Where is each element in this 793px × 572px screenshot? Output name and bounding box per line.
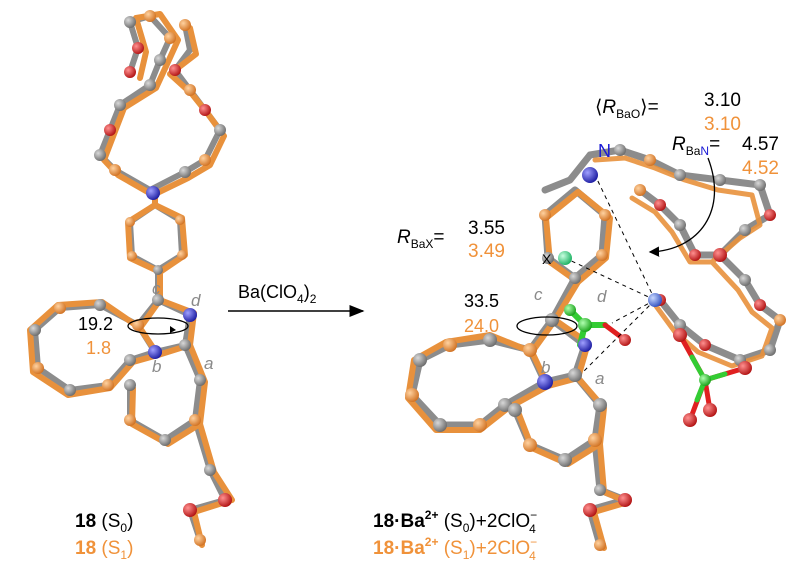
right-torsion-s1: 24.0 [464, 316, 499, 336]
reagent-label: Ba(ClO4)2 [238, 282, 317, 306]
barium-ion [648, 293, 662, 307]
rbax-s1: 3.49 [468, 241, 505, 262]
left-bond-b: b [152, 357, 161, 376]
rban-pointer-arrow [648, 157, 716, 257]
rbao-s0: 3.10 [704, 90, 741, 111]
left-torsion-s0: 19.2 [78, 314, 113, 334]
left-caption-s1: 18 (S1) [75, 538, 133, 562]
rban-s0: 4.57 [742, 134, 779, 155]
right-bond-d: d [597, 287, 607, 306]
rbao-s1: 3.10 [704, 114, 741, 135]
complex-rotation-ring [516, 316, 578, 336]
left-bond-d: d [191, 291, 201, 310]
molecule-18 [27, 10, 235, 548]
rbax-s0: 3.55 [468, 218, 505, 239]
right-torsion-s0: 33.5 [464, 291, 499, 311]
left-bond-a: a [204, 354, 213, 373]
right-bond-c: c [534, 285, 543, 304]
molecule-18-atoms [29, 10, 232, 546]
torsion-rotation-arrowhead [170, 326, 176, 333]
dummy-atom-x [558, 251, 572, 265]
atom-label-x: X [542, 251, 552, 267]
right-caption-s0: 18·Ba2+ (S0)+2ClO−4 [373, 508, 537, 536]
complex-18-ba [405, 144, 786, 551]
rbao-label: ⟨RBaO⟩= [595, 97, 659, 121]
left-torsion-s1: 1.8 [86, 338, 111, 358]
right-caption-s1: 18·Ba2+ (S1)+2ClO−4 [373, 535, 537, 563]
atom-label-n: N [598, 141, 611, 161]
left-bond-c: c [152, 279, 161, 298]
right-bond-b: b [541, 358, 550, 377]
right-bond-a: a [595, 369, 604, 388]
rban-s1: 4.52 [742, 158, 779, 179]
molecule-18-s0-sticks [32, 13, 228, 543]
rban-label: RBaN= [672, 134, 720, 158]
rbax-label: RBaX= [397, 227, 445, 251]
coordination-lines [564, 174, 656, 376]
left-caption-s0: 18 (S0) [75, 511, 133, 535]
molecule-18-s1-sticks [27, 11, 235, 548]
complex-atoms [405, 144, 786, 551]
torsion-rotation-ring [127, 317, 189, 335]
